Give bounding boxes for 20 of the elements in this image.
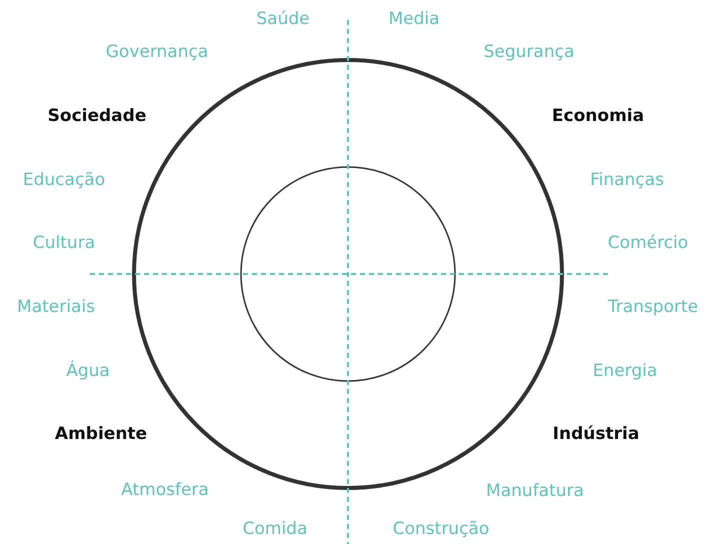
sector-label: Segurança [484,42,574,62]
quadrant-heading: Ambiente [54,424,148,444]
sector-label: Atmosfera [121,480,209,500]
sector-label: Cultura [32,233,96,253]
sector-label: Finanças [590,170,664,190]
sector-label: Construção [392,519,490,539]
sector-label: Comida [242,519,308,539]
quadrant-heading: Sociedade [48,106,146,126]
quadrant-heading: Economia [552,106,644,126]
sector-label: Água [66,361,110,381]
quadrant-heading: Indústria [552,424,640,444]
sector-label: Transporte [608,297,698,317]
sector-label: Saúde [256,9,310,29]
sector-label: Governança [106,42,208,62]
sector-label: Comércio [608,233,688,253]
sector-label: Media [388,9,440,29]
sector-label: Educação [22,170,106,190]
sector-label: Manufatura [486,481,584,501]
sector-label: Materiais [17,297,95,317]
sector-label: Energia [592,361,658,381]
